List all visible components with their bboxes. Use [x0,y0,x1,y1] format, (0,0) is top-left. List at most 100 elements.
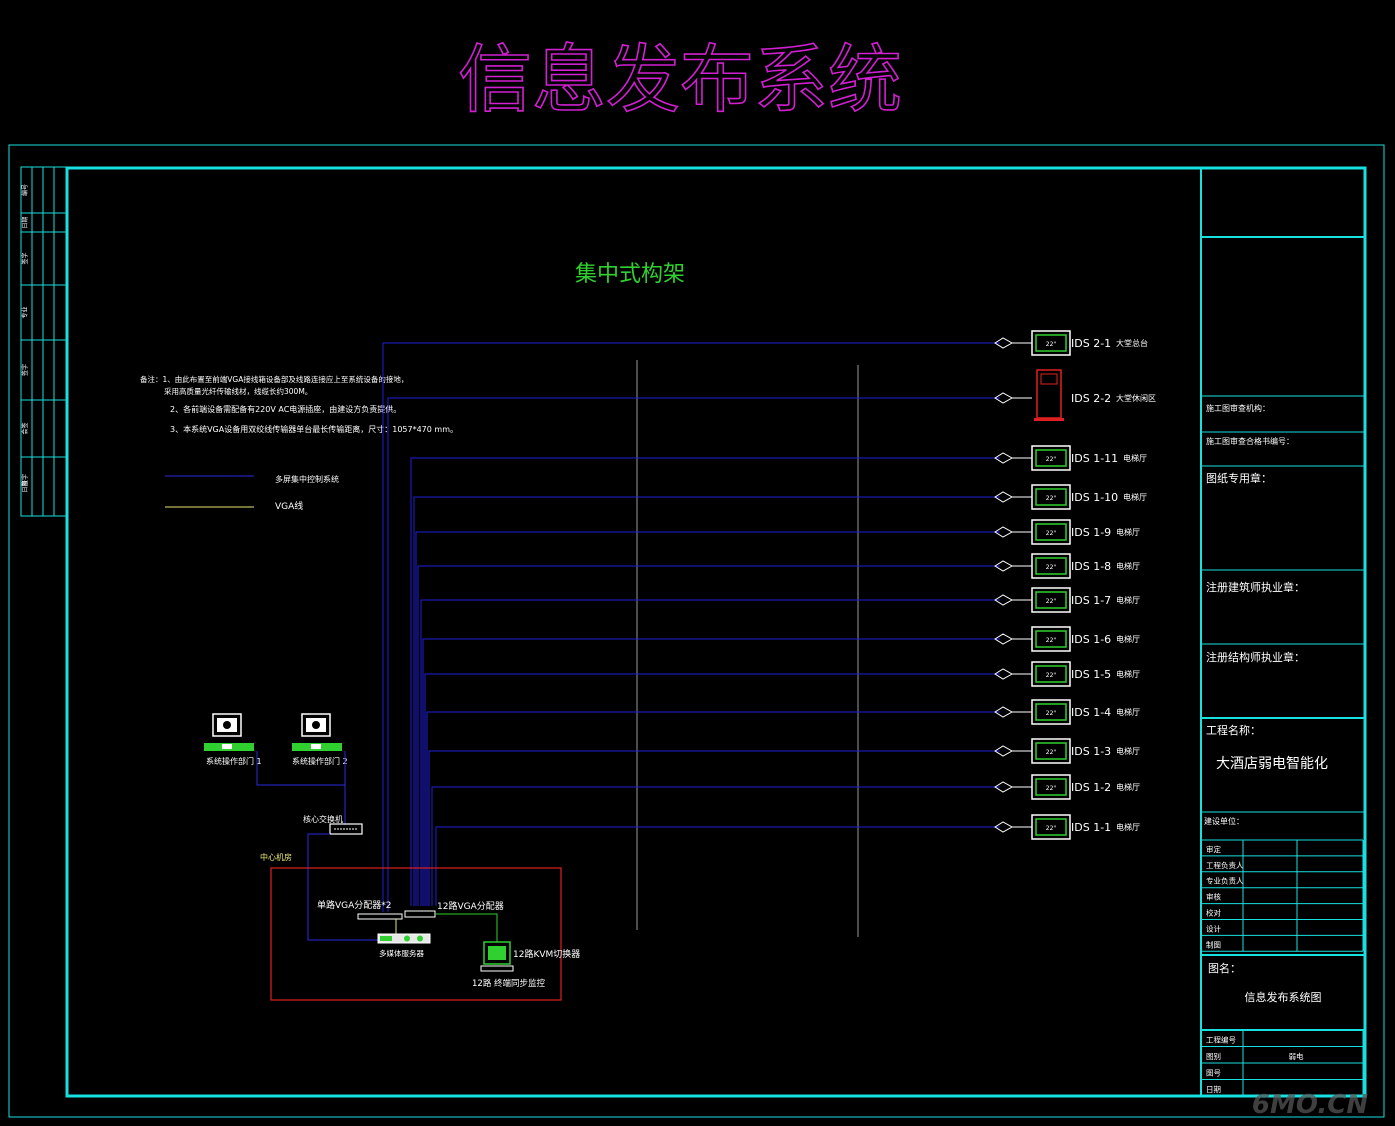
kvm-label: 12路KVM切换器 [513,948,580,960]
strip-label: 会签 [21,422,29,434]
screen-size: 22" [1046,530,1057,537]
strip-label: 专业 [21,306,29,318]
bottom-row-label: 图号 [1206,1069,1221,1078]
monitor-screen-icon [1035,334,1067,352]
cable-line [387,397,1000,912]
cable-line [410,457,1000,906]
screen-size: 22" [1046,637,1057,644]
display-location: 电梯厅 [1116,707,1140,717]
display-id: IDS 1-2 [1071,781,1111,794]
screen-size: 22" [1046,785,1057,792]
monitor-icon [1031,661,1071,687]
legend-vga-label: VGA线 [275,500,303,512]
workstation-2-label: 系统操作部门 2 [292,756,348,766]
legend: 多屏集中控制系统 VGA线 [165,474,339,512]
display-id: IDS 1-5 [1071,668,1111,681]
inner-frame [65,166,1367,1098]
cable-line [435,826,1000,906]
kvm-sub-label: 12路 终端同步监控 [472,978,546,989]
cable-line [415,531,1000,906]
note-line-1: 备注：1、由此布置至前端VGA接线箱设备部及线路连接应上至系统设备的接地， [140,374,408,384]
display-id: IDS 1-11 [1071,452,1118,465]
screen-size: 22" [1046,495,1057,502]
tb-seal: 图纸专用章： [1206,471,1272,485]
machine-room-label: 中心机房 [260,852,292,862]
note-line-4: 3、本系统VGA设备用双绞线传输器单台最长传输距离，尺寸：1057*470 mm… [170,424,458,434]
tb-project-label: 工程名称： [1206,723,1261,737]
vga-distributor-label: 12路VGA分配器 [437,900,504,912]
cable-line [382,342,1000,912]
monitor-icon [1031,519,1071,545]
tb-approval-no: 施工图审查合格书编号： [1206,436,1294,446]
cable-group [382,342,1000,912]
media-server-label: 多媒体服务器 [379,948,424,958]
strip-label: 签字 [21,474,29,486]
strip-label: 日期 [21,480,29,492]
bottom-row-label: 日期 [1206,1085,1221,1094]
display-location: 电梯厅 [1116,634,1140,644]
screen-size: 22" [1046,456,1057,463]
cable-line [431,786,1000,906]
media-server: 多媒体服务器 [377,933,431,958]
display-location: 大堂休闲区 [1116,393,1156,403]
watermark: 6MO.CN [1252,1090,1368,1120]
display-location: 电梯厅 [1116,527,1140,537]
monitor-screen-icon [1035,488,1067,506]
kvm-switch: 12路KVM切换器 12路 终端同步监控 [472,941,580,989]
main-title: 信息发布系统 [458,37,902,123]
tb-approval-unit: 施工图审查机构： [1206,403,1270,413]
monitor-screen-icon [1035,742,1067,760]
note-line-2: 采用高质量光纤传输线材，线缆长约300M。 [164,386,312,396]
legend-blue-label: 多屏集中控制系统 [275,474,339,484]
cable-line [422,638,1000,906]
monitor-icon [1031,445,1071,471]
tb-project-name: 大酒店弱电智能化 [1216,756,1328,772]
monitor-screen-icon [1035,591,1067,609]
tb-structural: 注册结构师执业章： [1206,650,1305,664]
rack-title: 集中式构架 [575,262,685,287]
display-node: 22" IDS 1-2 电梯厅 [994,774,1140,800]
display-location: 电梯厅 [1116,822,1140,832]
display-node: 22" IDS 1-9 电梯厅 [994,519,1140,545]
display-id: IDS 2-2 [1071,392,1111,405]
cable-line [424,673,1000,906]
screen-size: 22" [1046,672,1057,679]
tb-drawing-name: 信息发布系统图 [1245,990,1322,1004]
screen-size: 22" [1046,341,1057,348]
cable-line [428,750,1000,906]
display-location: 电梯厅 [1116,595,1140,605]
strip-label: 编号 [21,184,29,196]
workstation-1: 系统操作部门 1 [204,713,262,766]
kiosk-screen-icon [1040,373,1058,385]
strip-label: 签字 [21,364,29,376]
display-location: 电梯厅 [1116,669,1140,679]
display-id: IDS 1-4 [1071,706,1111,719]
outer-frame [8,144,1385,1118]
title-block: 施工图审查机构： 施工图审查合格书编号： 图纸专用章： 注册建筑师执业章： 注册… [1200,168,1365,1097]
bottom-row-label: 图别 [1206,1052,1221,1061]
display-id: IDS 1-3 [1071,745,1111,758]
strip-label: 签字 [21,252,29,264]
monitor-screen-icon [1035,449,1067,467]
note-line-3: 2、各前端设备需配备有220V AC电源插座，由建设方负责提供。 [170,404,401,414]
signoff-label: 工程负责人 [1206,860,1244,870]
display-location: 电梯厅 [1116,782,1140,792]
display-id: IDS 1-9 [1071,526,1111,539]
monitor-screen-icon [1035,630,1067,648]
display-location: 电梯厅 [1123,492,1147,502]
switch-to-server [307,833,378,941]
screen-size: 22" [1046,749,1057,756]
signoff-label: 设计 [1206,923,1222,933]
display-id: IDS 2-1 [1071,337,1111,350]
core-switch: 核心交换机 [303,814,363,835]
